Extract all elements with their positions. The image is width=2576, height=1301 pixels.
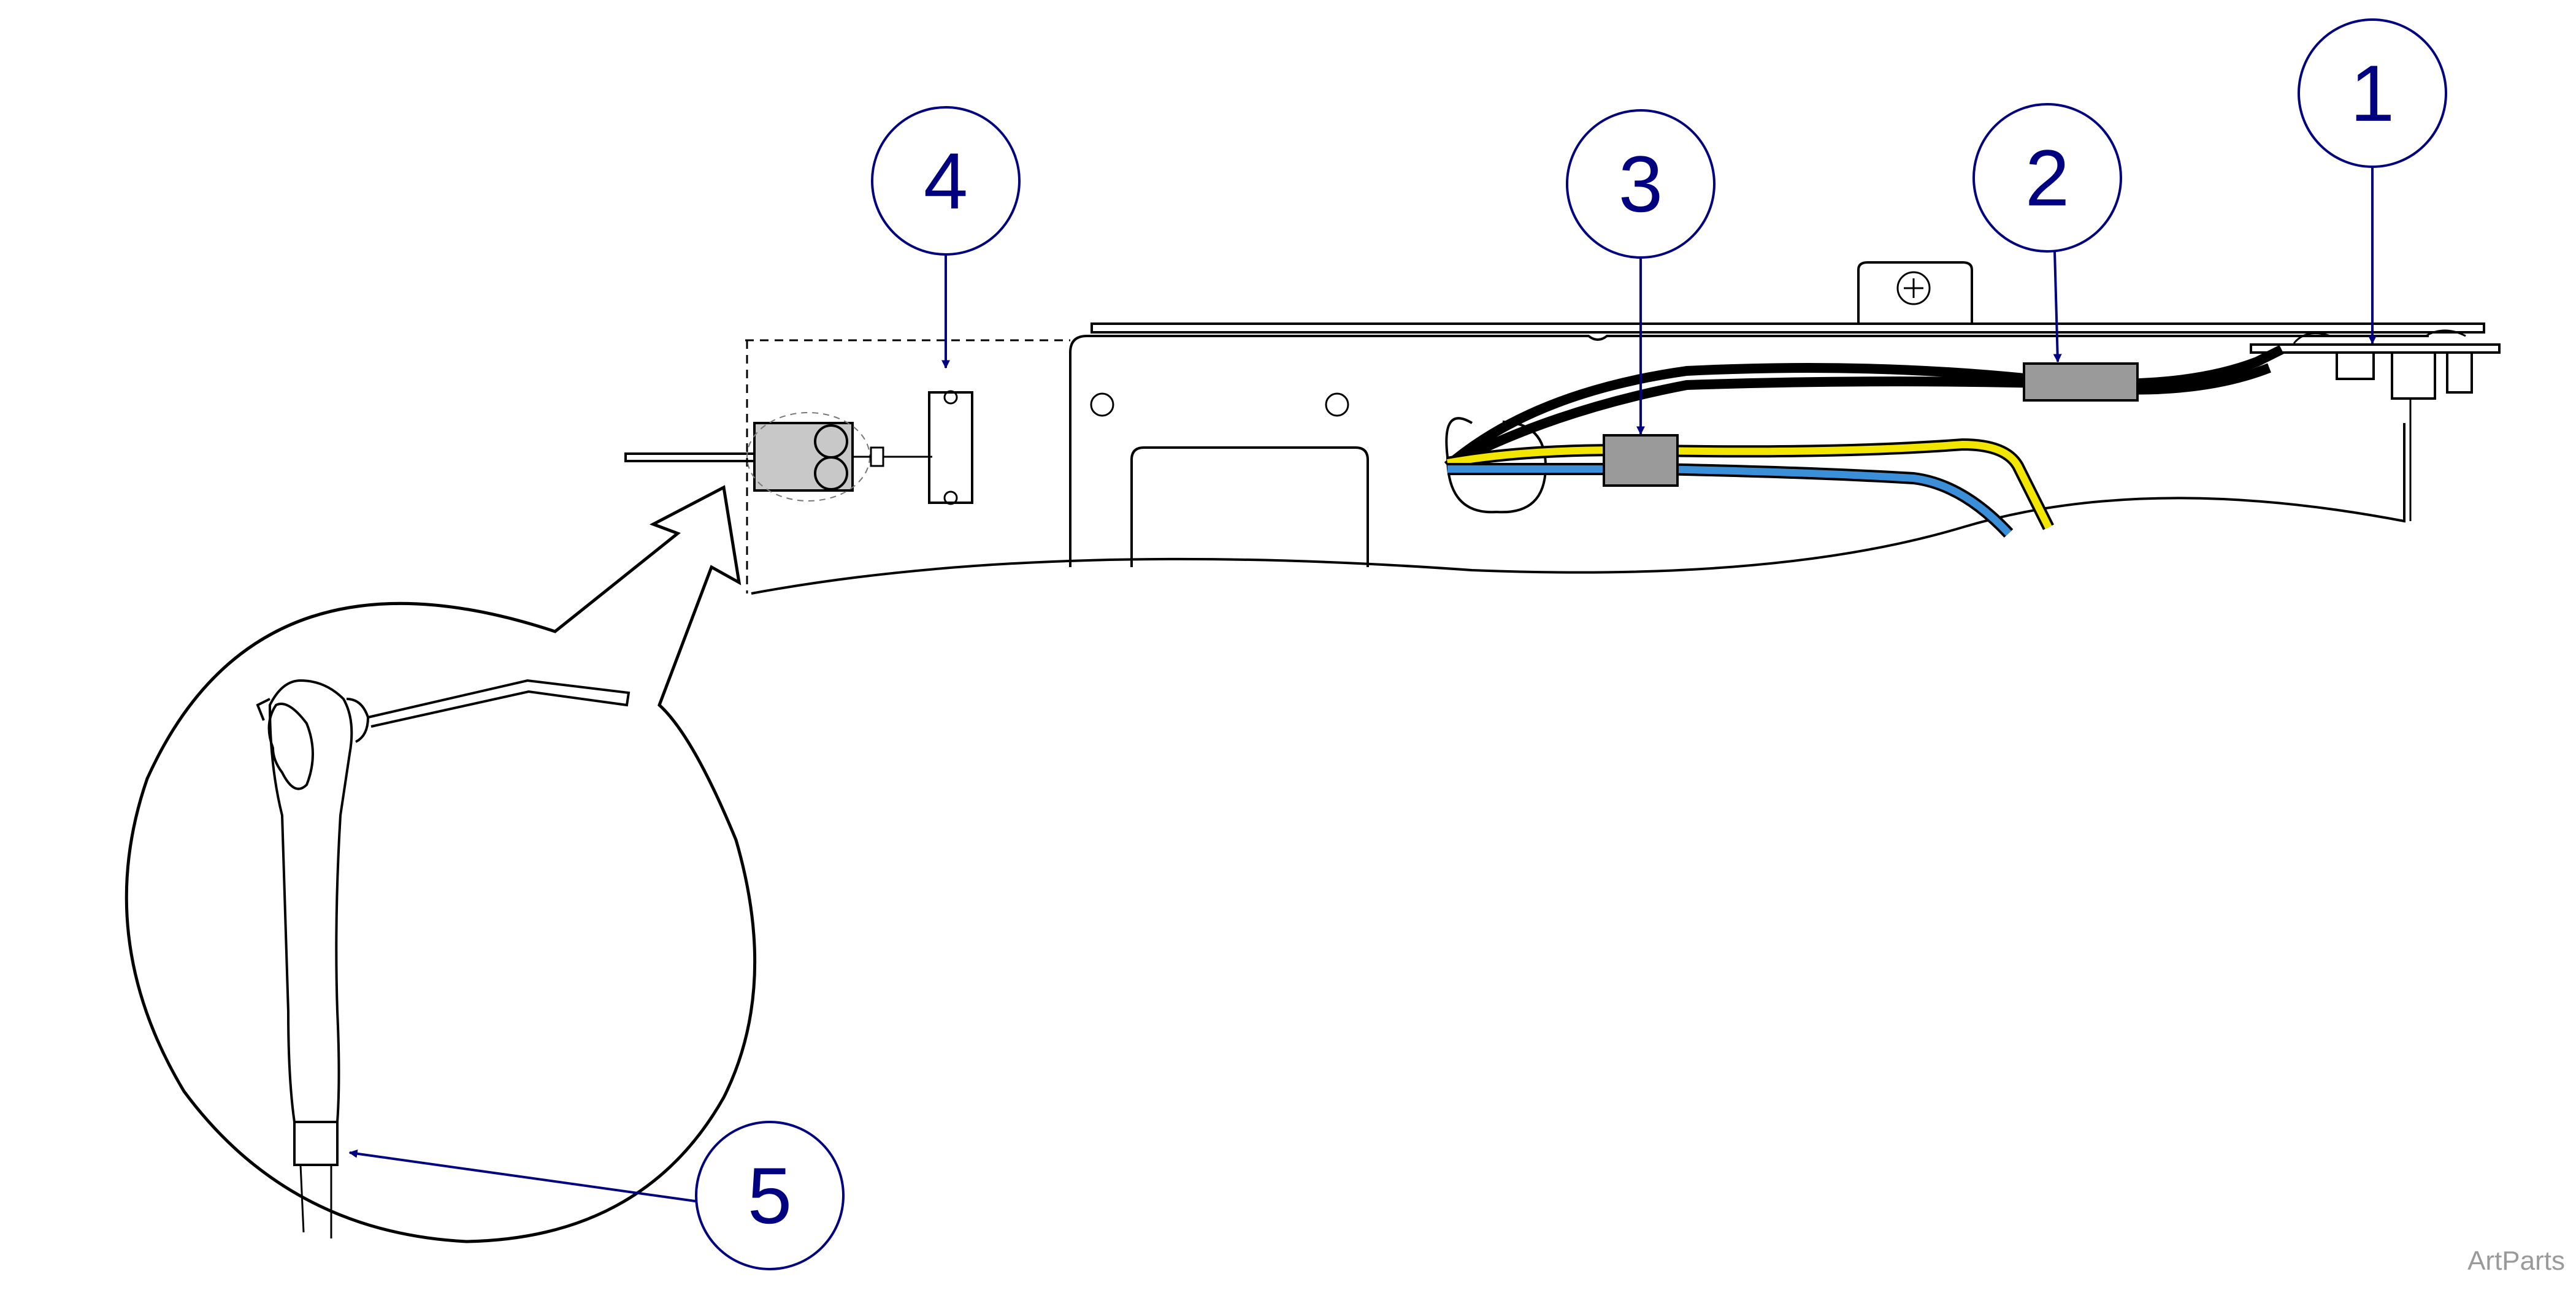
leader-lines — [348, 167, 2377, 1203]
connector-2 — [2023, 362, 2139, 402]
svg-text:5: 5 — [748, 1151, 792, 1240]
callout-5: 5 — [695, 1121, 845, 1270]
svg-text:2: 2 — [2025, 133, 2069, 223]
mounting-plate — [745, 322, 2485, 595]
yellow-wire — [1446, 438, 2054, 530]
svg-text:3: 3 — [1619, 139, 1663, 229]
svg-text:4: 4 — [924, 136, 968, 226]
callout-4: 4 — [871, 106, 1021, 256]
callout-1: 1 — [2298, 18, 2447, 168]
top-bracket — [1857, 261, 1973, 324]
screw-icon — [1896, 271, 1931, 305]
black-wire-harness — [1444, 345, 2284, 471]
grommet-hole — [1445, 417, 1547, 514]
syringe-handpiece — [256, 679, 631, 1238]
valve-assembly — [624, 390, 973, 505]
watermark: ArtParts — [2467, 1246, 2565, 1276]
callout-3: 3 — [1566, 109, 1715, 259]
connector-3 — [1603, 434, 1679, 487]
control-board — [2250, 329, 2501, 521]
blue-wire — [1447, 462, 2014, 538]
callout-2: 2 — [1972, 103, 2122, 253]
svg-text:1: 1 — [2350, 48, 2394, 138]
detail-magnifier — [125, 485, 757, 1243]
